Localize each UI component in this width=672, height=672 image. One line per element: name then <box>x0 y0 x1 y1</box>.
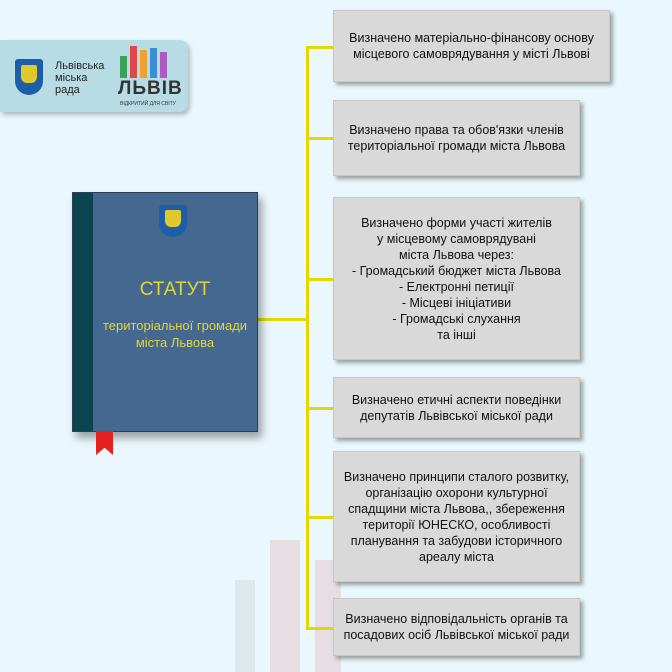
lviv-coat-of-arms-icon <box>159 205 187 237</box>
book-subtitle: територіальної громади міста Львова <box>102 318 248 350</box>
statute-point-text: Визначено етичні аспекти поведінки депут… <box>351 392 562 423</box>
connector-branch <box>306 137 334 140</box>
connector-branch <box>306 516 334 519</box>
logo-card: Львівська міська рада ЛЬВІВ ВІДКРИТИЙ ДЛ… <box>0 40 188 112</box>
statute-point-text: Визначено права та обов'язки членів тери… <box>347 123 566 153</box>
connector-branch <box>306 407 334 410</box>
connector-branch <box>306 627 334 630</box>
statute-point-box: Визначено форми участі жителів у місцево… <box>333 197 580 360</box>
statute-point-box: Визначено права та обов'язки членів тери… <box>333 100 580 176</box>
statute-point-box: Визначено етичні аспекти поведінки депут… <box>333 377 580 438</box>
statute-point-box: Визначено матеріально-фінансову основу м… <box>333 10 610 82</box>
connector-trunk <box>306 46 309 630</box>
book-spine <box>73 193 93 431</box>
connector-branch <box>306 278 334 281</box>
book-title: СТАТУТ <box>139 279 211 300</box>
statute-point-text: Визначено форми участі жителів у місцево… <box>351 215 561 342</box>
statute-point-text: Визначено матеріально-фінансову основу м… <box>349 31 594 61</box>
statute-point-box: Визначено відповідальність органів та по… <box>333 598 580 656</box>
bookmark-ribbon-icon <box>96 431 113 455</box>
statute-point-box: Визначено принципи сталого розвитку, орг… <box>333 451 580 582</box>
lviv-coat-of-arms-icon <box>15 59 43 95</box>
statute-point-text: Визначено відповідальність органів та по… <box>343 612 570 642</box>
org-name: Львівська міська рада <box>55 60 105 96</box>
connector-main <box>256 318 308 321</box>
city-slogan: ВІДКРИТИЙ ДЛЯ СВІТУ <box>120 101 176 107</box>
statute-point-text: Визначено принципи сталого розвитку, орг… <box>343 469 570 564</box>
connector-branch <box>306 46 334 49</box>
city-brand: ЛЬВІВ <box>118 78 183 99</box>
city-towers-watermark-icon <box>235 540 341 672</box>
statute-book: СТАТУТ територіальної громади міста Льво… <box>72 192 258 432</box>
city-towers-logo-icon <box>120 46 170 78</box>
